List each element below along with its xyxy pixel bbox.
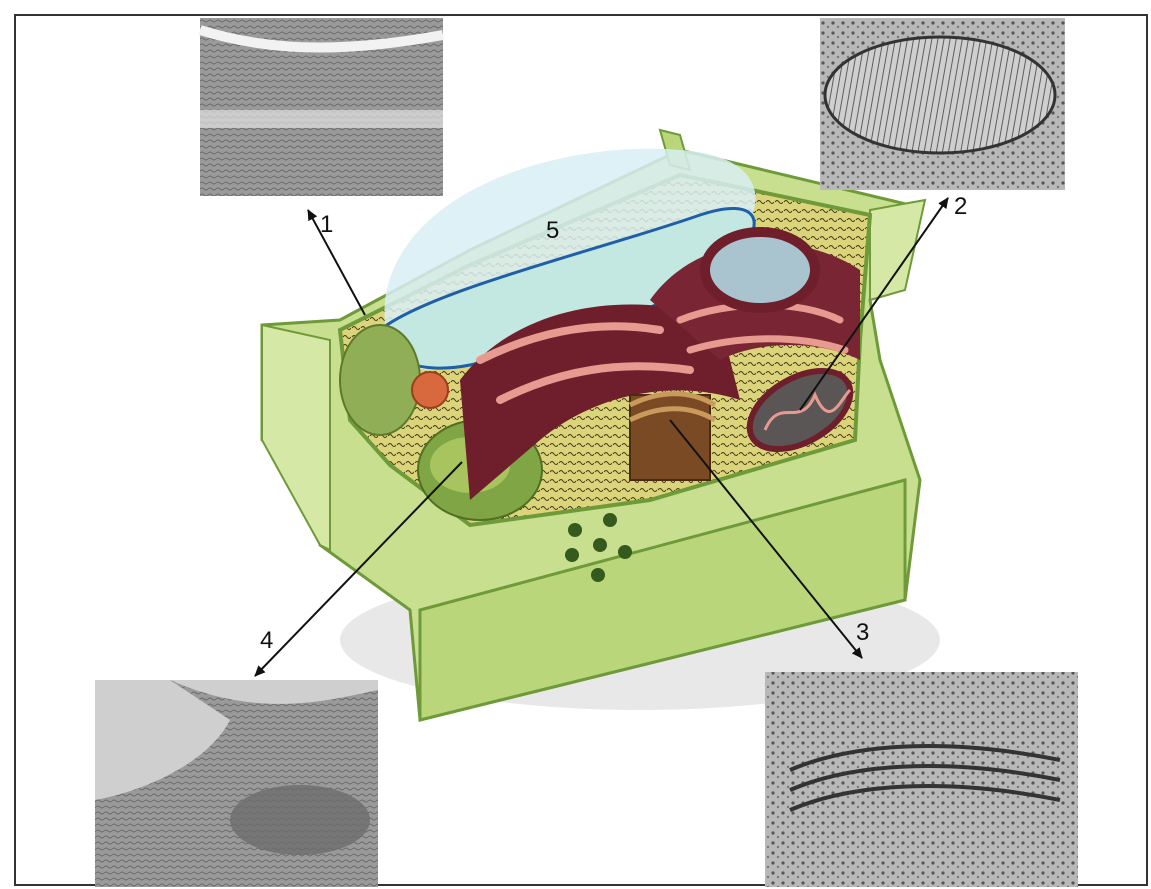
label-2: 2 <box>954 193 967 220</box>
label-4: 4 <box>260 627 273 654</box>
label-1: 1 <box>320 211 333 238</box>
label-3: 3 <box>856 619 869 646</box>
nucleus <box>705 232 815 308</box>
arrow-1 <box>308 210 365 315</box>
peroxisome <box>412 372 448 408</box>
golgi-apparatus <box>630 394 715 480</box>
micrograph-4 <box>95 680 378 887</box>
label-5: 5 <box>546 217 559 244</box>
micrograph-1 <box>200 18 443 196</box>
micrograph-2 <box>820 18 1065 190</box>
micrograph-3 <box>765 672 1078 887</box>
